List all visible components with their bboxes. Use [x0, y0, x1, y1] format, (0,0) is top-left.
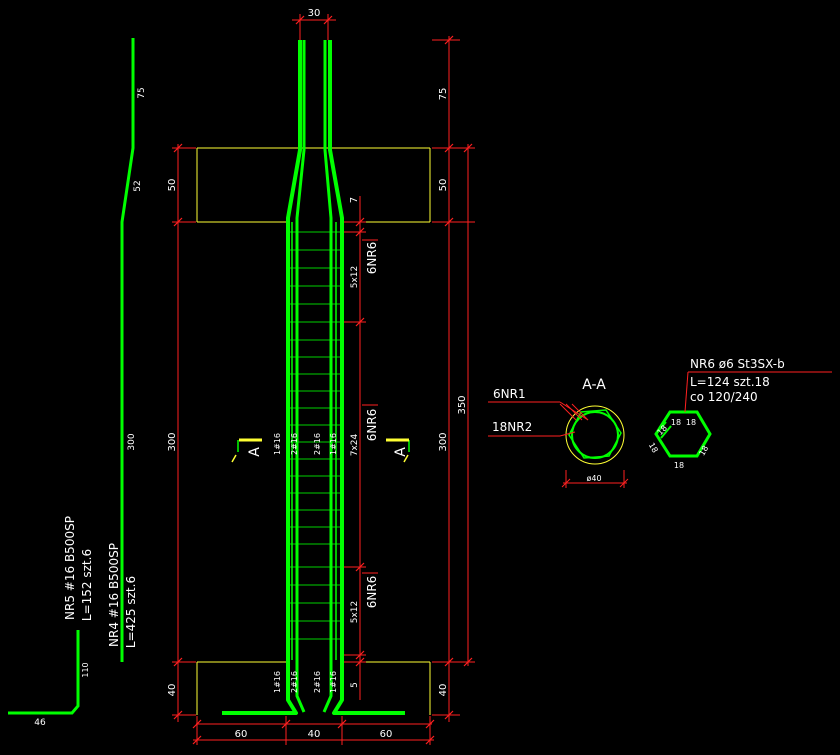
- rebar-inner-left: [295, 40, 306, 713]
- main-rebars: [222, 40, 405, 715]
- dim-bottom-60-right: 60: [380, 729, 393, 740]
- bar-dim-300: 300: [127, 433, 137, 450]
- bar-label-2-16-b: 2#16: [313, 433, 322, 455]
- stirrup-label-top: 6NR6: [365, 242, 379, 275]
- dim-inner-5: 5: [350, 682, 360, 688]
- bar-label-1-16-b: 1#16: [329, 433, 338, 455]
- section-mark-left-label: A: [247, 447, 263, 457]
- nr5-line1: NR5 #16 B500SP: [63, 516, 77, 620]
- dim-inner-7x24: 7x24: [350, 433, 360, 456]
- cross-section-a-a: [488, 401, 629, 488]
- concrete-outline: [196, 147, 431, 715]
- section-mark-left: [231, 438, 262, 463]
- nr6-line3: co 120/240: [690, 390, 758, 404]
- rebar-outer-left: [222, 40, 302, 715]
- dim-right-350: 350: [457, 395, 468, 414]
- bar-dim-52: 52: [133, 180, 143, 191]
- bar-label-2-16-a: 2#16: [290, 433, 299, 455]
- dim-inner-5x12-bot: 5x12: [350, 601, 360, 624]
- nr6-line1: NR6 ø6 St3SX-b: [690, 357, 785, 371]
- section-diameter: ø40: [586, 474, 601, 483]
- bar-dim-46: 46: [34, 718, 46, 728]
- rebar-outer-right: [328, 40, 405, 715]
- bar-shape-nr5: [8, 630, 80, 715]
- dim-left-40: 40: [167, 684, 178, 697]
- rebar-inner-right: [322, 40, 333, 713]
- bar-label-1-16-a: 1#16: [273, 433, 282, 455]
- dim-bottom-40: 40: [308, 729, 321, 740]
- nr5-line2: L=152 szt.6: [80, 549, 94, 621]
- nr6-side-right: 18: [697, 444, 710, 457]
- nr6-line2: L=124 szt.18: [690, 375, 770, 389]
- bar-shape-label-underlines: [77, 510, 123, 662]
- dim-bottom-60-left: 60: [235, 729, 248, 740]
- bot-label-1-16-a: 1#16: [273, 671, 282, 693]
- nr6-side-bottom: 18: [674, 461, 684, 470]
- stirrup-detail-nr6: [654, 371, 832, 458]
- dim-left-50: 50: [167, 179, 178, 192]
- dim-right-75: 75: [438, 88, 449, 101]
- nr6-side-top-b: 18: [686, 418, 696, 427]
- bot-label-1-16-b: 1#16: [329, 671, 338, 693]
- dim-top-width: 30: [308, 8, 321, 19]
- bot-label-2-16-b: 2#16: [313, 671, 322, 693]
- bar-shape-nr4: [120, 38, 135, 662]
- section-callout-nr1: 6NR1: [493, 387, 526, 401]
- dim-inner-7: 7: [349, 197, 360, 203]
- nr6-side-top-a: 18: [671, 418, 681, 427]
- nr6-side-left: 18: [647, 441, 660, 454]
- dim-right-300: 300: [438, 432, 449, 451]
- dim-left-300: 300: [167, 432, 178, 451]
- nr4-line1: NR4 #16 B500SP: [107, 543, 121, 647]
- bot-label-2-16-a: 2#16: [290, 671, 299, 693]
- stirrup-label-bot: 6NR6: [365, 576, 379, 609]
- dim-right-50: 50: [438, 179, 449, 192]
- bar-dim-110: 110: [81, 662, 90, 677]
- bar-dim-75: 75: [137, 87, 147, 98]
- section-mark-right: [386, 438, 410, 463]
- dimension-ticks: [173, 15, 473, 745]
- dim-inner-5x12-top: 5x12: [350, 266, 360, 289]
- nr4-line2: L=425 szt.6: [124, 576, 138, 648]
- section-mark-right-label: A: [393, 447, 409, 457]
- section-callout-nr2: 18NR2: [492, 420, 532, 434]
- stirrup-label-mid: 6NR6: [365, 409, 379, 442]
- section-title: A-A: [582, 377, 606, 393]
- dim-right-40: 40: [438, 684, 449, 697]
